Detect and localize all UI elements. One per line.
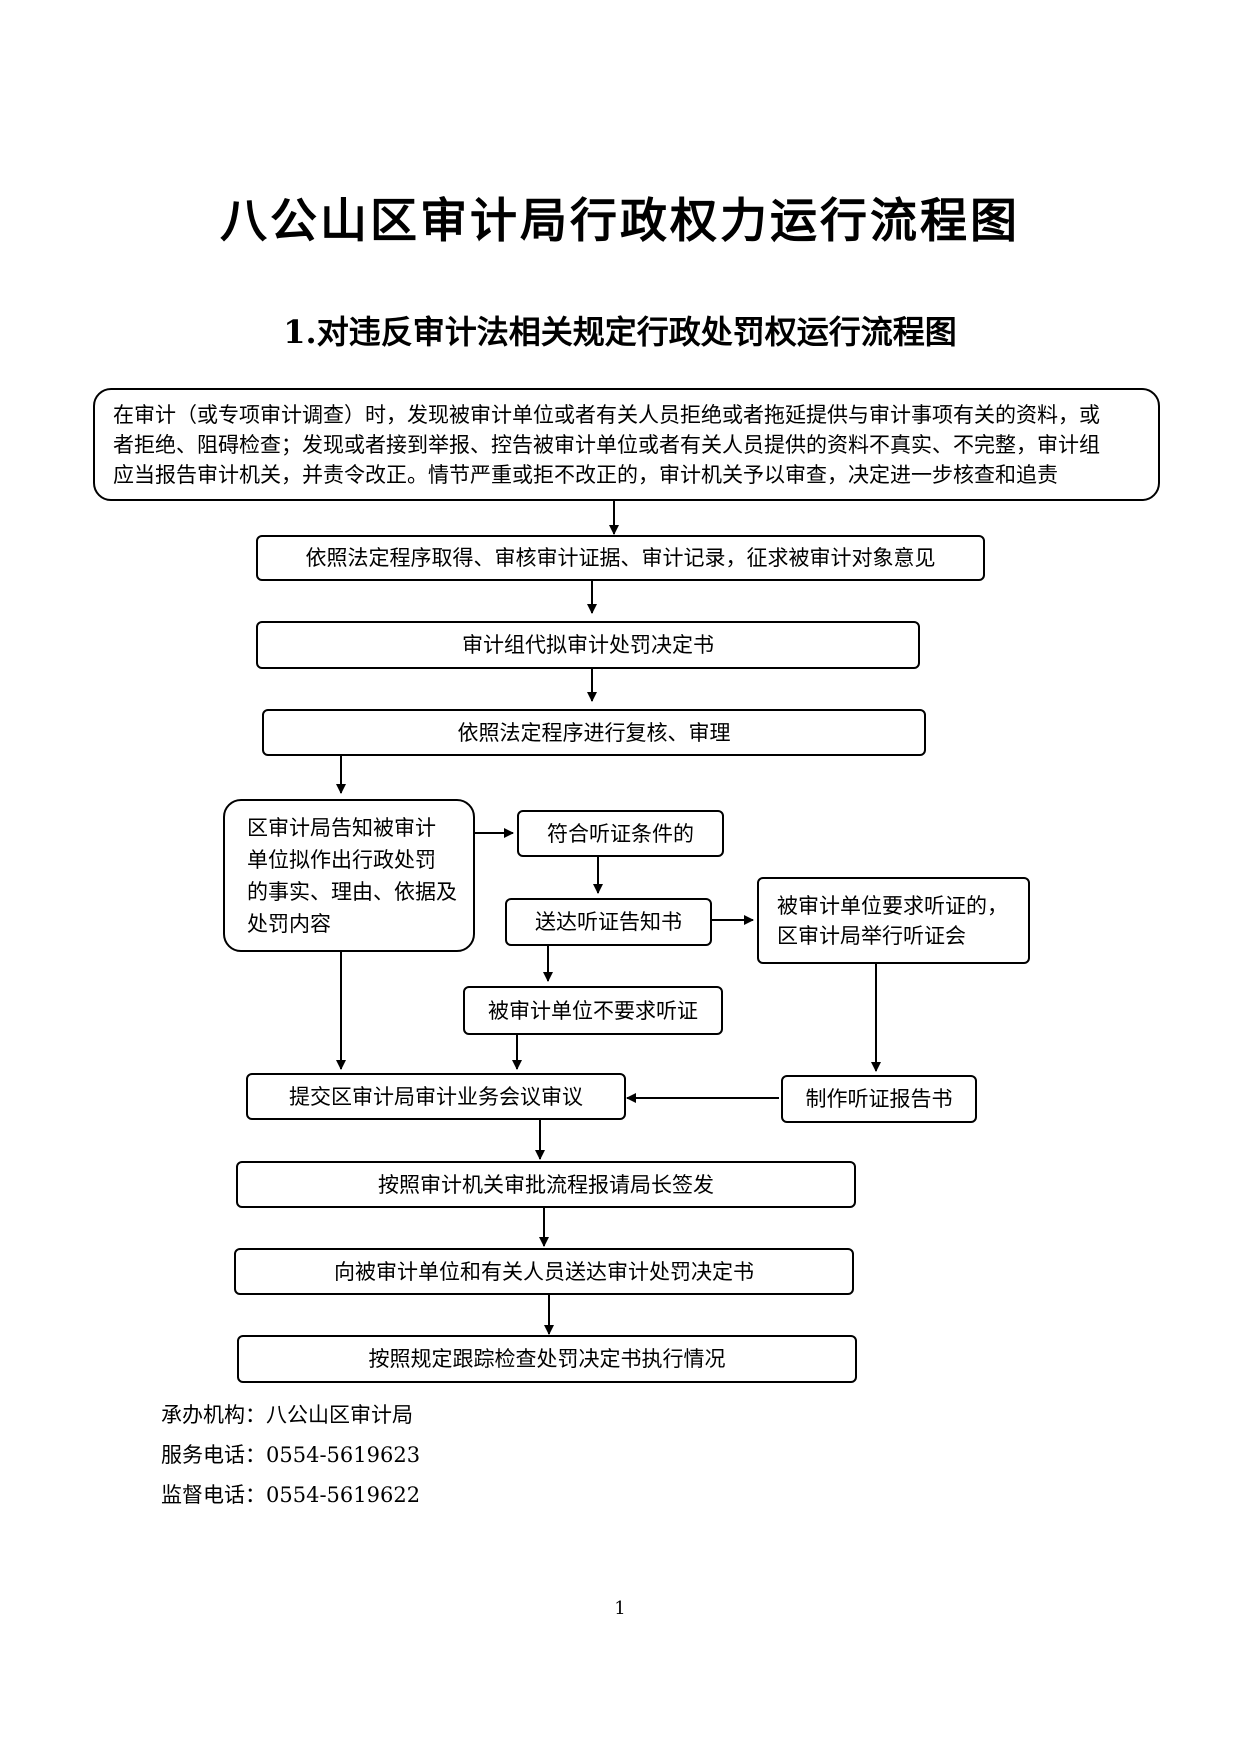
hearing-report-text: 制作听证报告书	[805, 1087, 953, 1111]
submit-meeting-box: 提交区审计局审计业务会议审议	[246, 1073, 626, 1120]
section-title: 1.对违反审计法相关规定行政处罚权运行流程图	[283, 313, 957, 351]
follow-up-box: 按照规定跟踪检查处罚决定书执行情况	[237, 1335, 857, 1383]
deliver-decision-text: 向被审计单位和有关人员送达审计处罚决定书	[334, 1259, 754, 1284]
agency-line: 承办机构：八公山区审计局	[161, 1403, 413, 1427]
director-sign-box: 按照审计机关审批流程报请局长签发	[236, 1161, 856, 1208]
start-box: 在审计（或专项审计调查）时，发现被审计单位或者有关人员拒绝或者拖延提供与审计事项…	[93, 388, 1160, 501]
hearing-notice-text: 送达听证告知书	[535, 910, 682, 934]
notify-box: 区审计局告知被审计 单位拟作出行政处罚 的事实、理由、依据及 处罚内容	[223, 799, 475, 952]
follow-up-text: 按照规定跟踪检查处罚决定书执行情况	[368, 1347, 726, 1371]
director-sign-text: 按照审计机关审批流程报请局长签发	[378, 1172, 714, 1197]
evidence-text: 依照法定程序取得、审核审计证据、审计记录，征求被审计对象意见	[305, 546, 936, 570]
review-box: 依照法定程序进行复核、审理	[262, 709, 926, 756]
draft-decision-box: 审计组代拟审计处罚决定书	[256, 621, 920, 669]
draft-decision-text: 审计组代拟审计处罚决定书	[462, 633, 714, 657]
hearing-condition-box: 符合听证条件的	[517, 810, 724, 857]
service-phone-line: 服务电话：0554-5619623	[161, 1443, 421, 1467]
no-hearing-box: 被审计单位不要求听证	[463, 986, 723, 1035]
supervision-phone-line: 监督电话：0554-5619622	[161, 1483, 421, 1507]
hearing-notice-box: 送达听证告知书	[505, 898, 712, 946]
deliver-decision-box: 向被审计单位和有关人员送达审计处罚决定书	[234, 1248, 854, 1295]
no-hearing-text: 被审计单位不要求听证	[488, 998, 698, 1023]
page-number: 1	[614, 1598, 626, 1619]
notify-text: 区审计局告知被审计 单位拟作出行政处罚 的事实、理由、依据及 处罚内容	[247, 815, 457, 936]
page-title: 八公山区审计局行政权力运行流程图	[220, 194, 1020, 249]
hearing-held-box: 被审计单位要求听证的， 区审计局举行听证会	[757, 877, 1030, 964]
review-text: 依照法定程序进行复核、审理	[457, 720, 731, 745]
hearing-held-text: 被审计单位要求听证的， 区审计局举行听证会	[777, 893, 1008, 948]
submit-meeting-text: 提交区审计局审计业务会议审议	[289, 1084, 583, 1109]
hearing-report-box: 制作听证报告书	[781, 1075, 977, 1123]
start-text: 在审计（或专项审计调查）时，发现被审计单位或者有关人员拒绝或者拖延提供与审计事项…	[113, 402, 1100, 487]
hearing-condition-text: 符合听证条件的	[547, 821, 694, 846]
evidence-box: 依照法定程序取得、审核审计证据、审计记录，征求被审计对象意见	[256, 535, 985, 581]
